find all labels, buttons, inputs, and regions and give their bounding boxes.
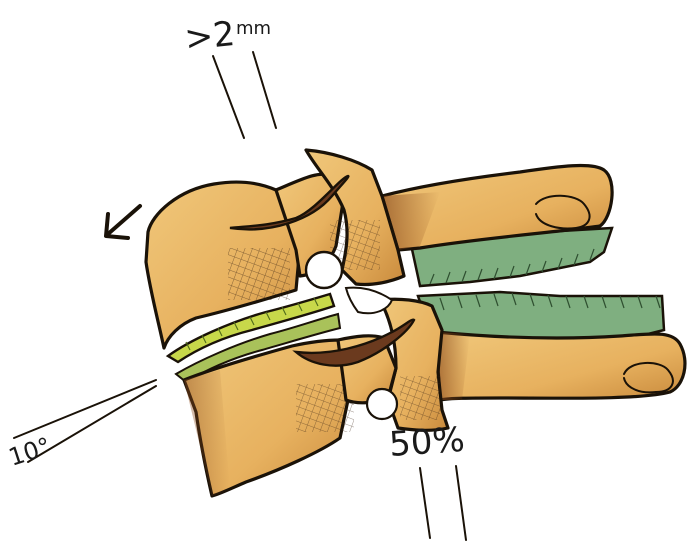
lower-vertebra	[184, 288, 448, 496]
percent-line-right	[456, 466, 466, 540]
lower-ligament	[418, 292, 664, 338]
percent-line-left	[420, 468, 430, 538]
angle-label: 10°	[5, 432, 54, 472]
lower-posterior-elements	[418, 292, 685, 400]
displacement-line-left	[213, 56, 244, 138]
upper-foramen	[306, 252, 342, 288]
upper-posterior-elements	[382, 166, 612, 286]
displacement-line-right	[253, 52, 276, 128]
displacement-annotation: >2 mm	[183, 14, 276, 138]
percent-label: 50%	[388, 420, 466, 465]
angle-annotation: 10°	[5, 380, 156, 472]
lower-foramen	[367, 389, 397, 419]
displacement-value-label: >2	[183, 14, 237, 59]
displacement-unit-label: mm	[236, 18, 271, 39]
percent-annotation: 50%	[388, 420, 466, 540]
lower-spinous-process	[436, 332, 685, 400]
arrow-down-left-icon	[106, 206, 140, 238]
spinal-canal-gap	[346, 288, 392, 314]
